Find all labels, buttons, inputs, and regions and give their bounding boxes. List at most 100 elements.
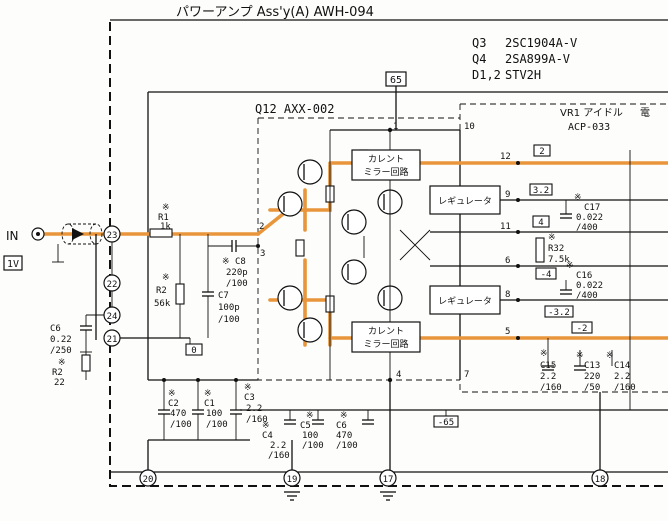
- current-mirror-bottom-line1: カレント: [368, 326, 404, 337]
- connector-24: 24: [103, 306, 121, 324]
- r2-56k-body: [175, 283, 185, 305]
- c15-ref: C15: [540, 361, 556, 371]
- c5-mark: ※: [306, 411, 314, 421]
- c14-value: 2.2: [614, 372, 630, 382]
- c14-rating: /160: [614, 383, 636, 393]
- c17-ref: C17: [584, 203, 600, 213]
- pin3-dot: [256, 244, 260, 248]
- c4-rating: /160: [268, 451, 290, 461]
- signal-arrow-icon: [72, 228, 84, 240]
- c6-value: 470: [336, 431, 352, 441]
- volt-tag-minus2: -2: [571, 321, 593, 334]
- c0-22-value: 0.22: [50, 335, 72, 345]
- c13-value: 220: [584, 372, 600, 382]
- part-value-d12: STV2H: [505, 68, 541, 82]
- c7-rating: /100: [218, 315, 240, 325]
- transistor-q-e: [341, 209, 367, 235]
- c17-rating: /400: [576, 223, 598, 233]
- transistor-q-b: [277, 191, 303, 217]
- svg-text:24: 24: [107, 312, 118, 322]
- c7-ref: C7: [218, 291, 229, 301]
- connector-23: 23: [103, 225, 121, 243]
- c14-ref: C14: [614, 361, 630, 371]
- c5-ref: C5: [300, 421, 311, 431]
- ground-symbol-c19: [284, 491, 300, 501]
- c4-ref: C4: [262, 431, 273, 441]
- c2-mark: ※: [168, 389, 176, 399]
- svg-text:-65: -65: [438, 418, 454, 428]
- current-mirror-bottom: [351, 321, 421, 353]
- volt-tag-2: 2: [533, 144, 551, 157]
- current-mirror-top: [351, 149, 421, 181]
- connector-17: 17: [379, 469, 397, 487]
- c3-rating: /160: [246, 415, 268, 425]
- r2-22-ref: R2: [52, 368, 63, 378]
- volt-tag-4: 4: [532, 215, 550, 228]
- c6-ref: C6: [336, 421, 347, 431]
- c13-rating: /50: [584, 383, 600, 393]
- assembly-title: パワーアンプ Ass'y(A) AWH-094: [176, 5, 374, 20]
- pin11-dot: [516, 230, 520, 234]
- r32-value: 7.5k: [548, 255, 570, 265]
- pin9-dot: [516, 198, 520, 202]
- vr1-label: VR1 アイドル: [560, 108, 623, 119]
- c1-ref: C1: [204, 399, 215, 409]
- regulator-top-label: レギュレータ: [438, 196, 492, 207]
- transistor-q-a: [297, 159, 323, 185]
- regulator-bottom-label: レギュレータ: [438, 296, 492, 307]
- svg-text:23: 23: [107, 231, 118, 241]
- connector-21: 21: [103, 329, 121, 347]
- c2-ref: C2: [168, 399, 179, 409]
- pin7-label: 7: [464, 370, 469, 380]
- pin5-label: 5: [505, 327, 510, 337]
- part-ref-q3: Q3: [472, 36, 486, 50]
- c16-value: 0.022: [576, 281, 603, 291]
- current-mirror-top-line2: ミラー回路: [363, 166, 408, 178]
- c6-rating: /100: [336, 441, 358, 451]
- r2-56k-ref: R2: [156, 286, 167, 296]
- r1-body: [149, 228, 173, 238]
- input-jack-center: [36, 232, 40, 236]
- c16-ref: C16: [576, 271, 592, 281]
- c1-mark: ※: [204, 389, 212, 399]
- volt-tag-minus3-2: -3.2: [544, 305, 574, 318]
- pin8-dot: [516, 298, 520, 302]
- current-mirror-top-line1: カレント: [368, 154, 404, 165]
- svg-text:17: 17: [383, 475, 394, 485]
- svg-text:18: 18: [595, 475, 606, 485]
- input-level-label: 1V: [7, 259, 19, 270]
- pin9-label: 9: [505, 190, 510, 200]
- pin3-label: 3: [260, 249, 265, 259]
- volt-tag-minus65: -65: [433, 415, 459, 428]
- c8-ref: ※ C8: [222, 257, 246, 267]
- r2-22-mark: ※: [58, 358, 66, 368]
- pin1-label: 1: [393, 122, 398, 132]
- c6-mark: ※: [340, 411, 348, 421]
- r32-body: [535, 237, 545, 263]
- transistor-q-c: [277, 285, 303, 311]
- c15-rating: /160: [540, 383, 562, 393]
- c8-value: 220p: [226, 268, 248, 278]
- c4-value: 2.2: [270, 441, 286, 451]
- pin12-label: 12: [500, 152, 511, 162]
- regulator-crossover: [399, 229, 431, 261]
- connector-18: 18: [591, 469, 609, 487]
- input-label: IN: [6, 229, 19, 243]
- pin10-label: 10: [464, 122, 475, 132]
- volt-tag-minus4: -4: [535, 267, 557, 280]
- svg-text:3.2: 3.2: [533, 186, 549, 196]
- part-value-q4: 2SA899A-V: [505, 52, 570, 66]
- c1-rating: /100: [206, 420, 228, 430]
- c5-rating: /100: [302, 441, 324, 451]
- volt-tag-3-2: 3.2: [529, 183, 553, 196]
- board-border: [109, 22, 668, 487]
- input-level-box: [3, 255, 23, 271]
- q12-res-3: [295, 239, 305, 257]
- c14-mark: ※: [606, 351, 614, 361]
- svg-text:19: 19: [287, 475, 298, 485]
- c0-22-rating: /250: [50, 346, 72, 356]
- pin12-dot: [516, 161, 520, 165]
- pin8-label: 8: [505, 290, 510, 300]
- c3-value: 2.2: [246, 404, 262, 414]
